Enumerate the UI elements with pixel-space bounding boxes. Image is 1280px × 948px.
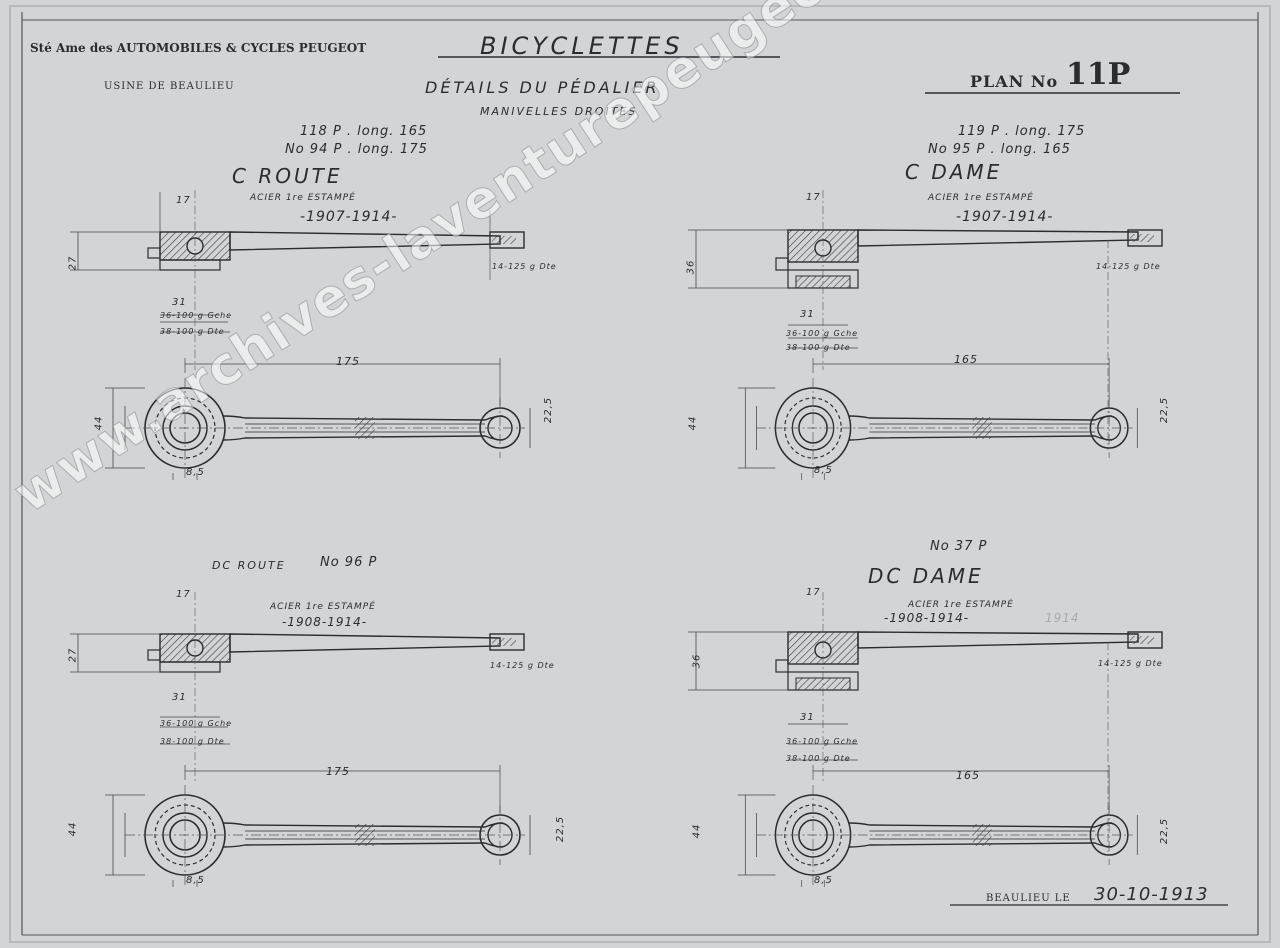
- dim-label: 31: [172, 692, 187, 703]
- dim-label: 165: [954, 353, 978, 366]
- dim-label: 44: [67, 821, 79, 837]
- dim-label: 31: [800, 712, 815, 723]
- drawing-years: -1908-1914-: [884, 611, 970, 625]
- dim-label: 8,5: [814, 875, 833, 886]
- drawing-ref: No 95 P . long. 165: [928, 142, 1071, 157]
- dim-label: 22,5: [555, 815, 567, 843]
- page-subtitle-2: MANIVELLES DROITES: [480, 105, 638, 118]
- footer-date: 30-10-1913: [1094, 884, 1209, 905]
- company-name: Sté Ame des AUTOMOBILES & CYCLES PEUGEOT: [30, 41, 367, 55]
- dim-label: 14-125 g Dte: [1096, 262, 1161, 271]
- drawing-dc-dame-plan: [736, 764, 1139, 888]
- drawing-material: ACIER 1re ESTAMPÉ: [270, 602, 376, 612]
- drawing-name: DC DAME: [868, 564, 984, 588]
- drawing-years: -1907-1914-: [956, 209, 1054, 225]
- dim-label: 22,5: [1159, 396, 1171, 424]
- dim-label: 36: [691, 653, 703, 669]
- drawing-years: -1907-1914-: [300, 209, 398, 225]
- drawing-material: ACIER 1re ESTAMPÉ: [928, 193, 1034, 203]
- drawing-material: ACIER 1re ESTAMPÉ: [250, 193, 356, 203]
- drawing-c-route-side: [70, 190, 525, 370]
- footer-place: BEAULIEU LE: [986, 893, 1071, 904]
- dim-label: 36: [685, 259, 697, 275]
- plan-label: PLAN No: [970, 72, 1059, 91]
- dim-label: 38-100 g Dte: [786, 343, 851, 352]
- drawing-name: DC ROUTE: [212, 559, 286, 572]
- dim-label: 44: [687, 415, 699, 431]
- dim-label: 44: [691, 823, 703, 839]
- dim-label: 175: [326, 765, 350, 778]
- dim-label: 36-100 g Gche: [160, 311, 233, 320]
- drawing-years-faint: 1914: [1045, 611, 1080, 625]
- dim-label: 8,5: [814, 465, 833, 476]
- dim-label: 165: [956, 769, 980, 782]
- dim-label: 36-100 g Gche: [160, 719, 233, 728]
- drawing-c-dame-plan: [736, 357, 1139, 481]
- drawing-ref: 119 P . long. 175: [958, 124, 1086, 139]
- drawing-dc-dame-side: [688, 592, 1163, 852]
- dim-label: 31: [800, 309, 815, 320]
- dim-label: 22,5: [543, 396, 555, 424]
- page-subtitle: DÉTAILS DU PÉDALIER: [425, 78, 660, 97]
- dim-label: 14-125 g Dte: [492, 262, 557, 271]
- dim-label: 17: [806, 192, 821, 203]
- drawing-material: ACIER 1re ESTAMPÉ: [908, 600, 1014, 610]
- dim-label: 38-100 g Dte: [786, 754, 851, 763]
- drawing-name: C ROUTE: [232, 164, 343, 188]
- page-title: BICYCLETTES: [480, 32, 684, 60]
- drawing-c-dame-side: [688, 190, 1163, 450]
- drawing-ref: No 96 P: [320, 555, 378, 570]
- dim-label: 8,5: [186, 875, 205, 886]
- dim-label: 175: [336, 355, 360, 368]
- drawing-ref: No 94 P . long. 175: [285, 142, 428, 157]
- factory-name: USINE DE BEAULIEU: [104, 81, 235, 92]
- drawing-name: C DAME: [905, 160, 1003, 184]
- drawing-ref: 118 P . long. 165: [300, 124, 428, 139]
- drawing-dc-route-plan: [104, 764, 531, 888]
- dim-label: 38-100 g Dte: [160, 737, 225, 746]
- dim-label: 38-100 g Dte: [160, 327, 225, 336]
- dim-label: 27: [67, 647, 79, 663]
- dim-label: 17: [176, 195, 191, 206]
- plan-number: 11P: [1066, 57, 1131, 92]
- dim-label: 36-100 g Gche: [786, 737, 859, 746]
- dim-label: 17: [806, 587, 821, 598]
- dim-label: 14-125 g Dte: [490, 661, 555, 670]
- dim-label: 36-100 g Gche: [786, 329, 859, 338]
- dim-label: 27: [67, 255, 79, 271]
- dim-label: 22,5: [1159, 817, 1171, 845]
- drawing-dc-route-side: [70, 592, 525, 782]
- dim-label: 8,5: [186, 467, 205, 478]
- drawing-ref: No 37 P: [930, 539, 988, 554]
- dim-label: 17: [176, 589, 191, 600]
- dim-label: 31: [172, 297, 187, 308]
- drawing-years: -1908-1914-: [282, 615, 368, 629]
- dim-label: 14-125 g Dte: [1098, 659, 1163, 668]
